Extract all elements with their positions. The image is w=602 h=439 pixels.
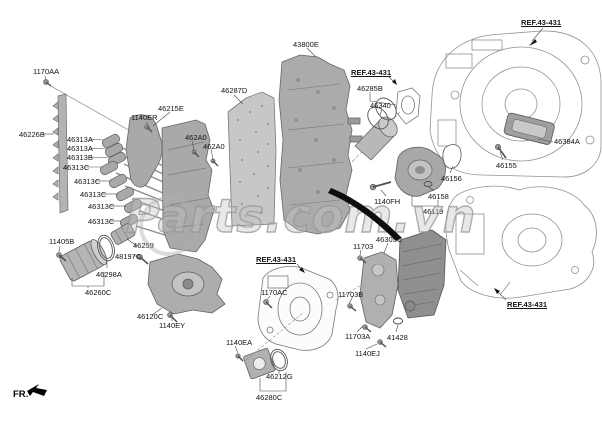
label-1170AC: 1170AC: [261, 288, 288, 297]
seal-46158: [423, 181, 433, 187]
label-46313B: 46313B: [67, 153, 93, 162]
ref-label-upper-mid: REF.43-431: [351, 68, 392, 77]
valve-filter-46259: [110, 223, 136, 245]
label-46260C: 46260C: [85, 288, 112, 297]
fr-direction-arrow: [27, 384, 47, 396]
valve-support-46305C: [335, 229, 447, 329]
label-1140EJ: 1140EJ: [355, 349, 380, 358]
label-46305C: 46305C: [376, 235, 403, 244]
fr-label: FR.: [13, 389, 29, 400]
o-ring-41428: [393, 317, 403, 325]
label-462A0-1: 462A0: [185, 133, 207, 142]
transmission-case-top: [429, 30, 602, 178]
oil-screen: [397, 229, 447, 319]
oil-filter: [59, 223, 136, 282]
label-11703: 11703: [353, 242, 374, 251]
plate-46384A: [503, 112, 555, 145]
separator-plate: [227, 91, 277, 227]
label-46259: 46259: [133, 241, 154, 250]
o-ring-46298A: [97, 234, 115, 262]
ref-label-top-right: REF.43-431: [521, 18, 562, 27]
gasket-46156: [442, 144, 462, 169]
spring-rail: [52, 93, 69, 214]
label-46313C-1: 46313C: [63, 163, 90, 172]
label-46384A: 46384A: [554, 137, 580, 146]
gasket-plate-bottom: [243, 311, 305, 380]
ref-label-mid-left: REF.43-431: [256, 255, 297, 264]
valve-body-upper: [278, 54, 363, 235]
label-46158: 46158: [428, 192, 449, 201]
oil-pump-unit: [394, 144, 462, 197]
label-46313C-5: 46313C: [88, 217, 115, 226]
case-cover-bottom-center: [257, 266, 339, 351]
label-46313A-1: 46313A: [67, 135, 93, 144]
label-1140EY: 1140EY: [159, 321, 186, 330]
valve-body-lower: [125, 114, 215, 253]
leader-lines: [42, 27, 554, 392]
label-46156: 46156: [441, 174, 462, 183]
label-46287D: 46287D: [221, 86, 248, 95]
label-11405B: 11405B: [49, 237, 75, 246]
label-1140EA: 1140EA: [226, 338, 253, 347]
support-body-46120C: [147, 253, 226, 315]
label-43800E: 43800E: [293, 40, 319, 49]
transmission-case-bottom: [445, 185, 597, 299]
label-46155: 46155: [496, 161, 517, 170]
label-462A0-2: 462A0: [203, 142, 225, 151]
label-46313C-4: 46313C: [88, 202, 115, 211]
label-46226B: 46226B: [19, 130, 45, 139]
label-46313C-2: 46313C: [74, 177, 101, 186]
o-rings-46340: [367, 97, 397, 130]
label-46313C-3: 46313C: [80, 190, 107, 199]
label-46340: 46340: [370, 101, 391, 110]
label-11703B: 11703B: [338, 290, 364, 299]
o-ring-46212G: [270, 348, 288, 372]
label-46119: 46119: [423, 207, 444, 216]
label-11703A: 11703A: [345, 332, 371, 341]
label-46120C: 46120C: [137, 312, 164, 321]
label-46212G: 46212G: [266, 372, 293, 381]
label-41428: 41428: [387, 333, 408, 342]
label-48197C: 48197C: [115, 252, 142, 261]
bolts: [43, 79, 507, 362]
label-46215E: 46215E: [158, 104, 184, 113]
label-46313A-2: 46313A: [67, 144, 93, 153]
ref-arrowheads: [299, 39, 537, 294]
label-1170AA: 1170AA: [33, 67, 60, 76]
ref-label-bottom-right: REF.43-431: [507, 300, 548, 309]
label-1140ER: 1140ER: [131, 113, 158, 122]
label-46298A: 46298A: [96, 270, 122, 279]
label-46285B: 46285B: [357, 84, 383, 93]
oil-pump-filter-assembly: [351, 87, 421, 163]
label-1140FH: 1140FH: [374, 197, 401, 206]
label-46280C: 46280C: [256, 393, 283, 402]
